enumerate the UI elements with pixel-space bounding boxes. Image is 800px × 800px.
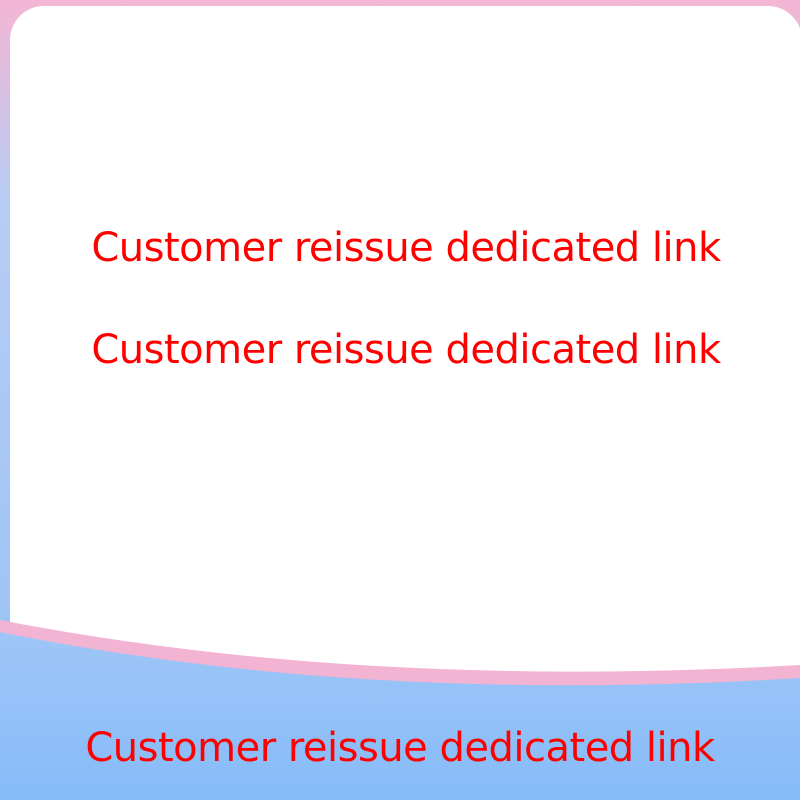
reissue-link-text-footer: Customer reissue dedicated link (85, 725, 715, 771)
reissue-link-text-1: Customer reissue dedicated link (91, 225, 721, 271)
reissue-link-text-2: Customer reissue dedicated link (91, 327, 721, 373)
